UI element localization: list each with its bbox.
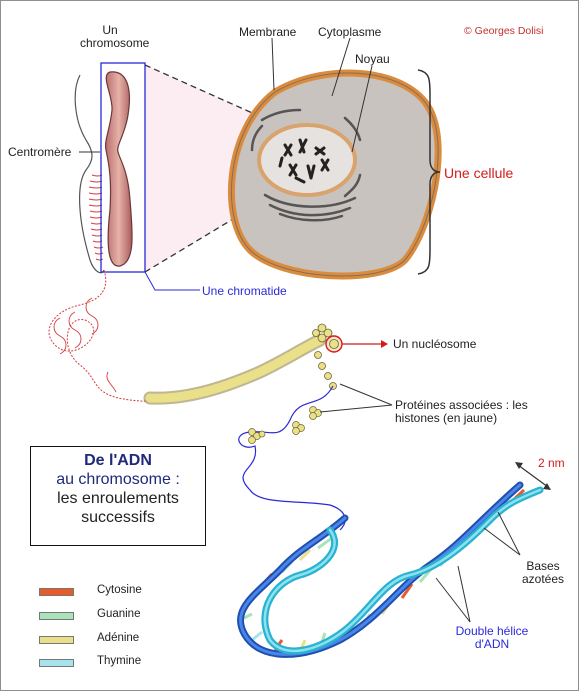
legend-label-adenine: Adénine	[97, 632, 140, 644]
chromosome-right-chromatid	[105, 71, 133, 267]
two-nm-arrowhead-1	[515, 462, 523, 469]
zoom-line-bottom	[144, 197, 269, 273]
two-nm-arrow	[517, 464, 549, 488]
cell	[228, 37, 442, 280]
chromatin-fibre	[48, 269, 231, 402]
cell-brace	[417, 69, 441, 275]
histone-pointer-2	[339, 383, 393, 406]
noyau-label: Noyau	[355, 52, 390, 66]
legend-label-guanine: Guanine	[97, 608, 141, 620]
cytoplasme-label: Cytoplasme	[318, 25, 382, 39]
title-box: De l'ADN au chromosome : les enroulement…	[30, 446, 206, 546]
cell-organelles	[250, 108, 362, 222]
copyright-notice: © Georges Dolisi	[464, 25, 544, 37]
nucleus	[257, 123, 357, 197]
legend-swatch-cytosine	[39, 588, 74, 596]
cell-label: Une cellule	[444, 165, 514, 181]
nucleus-chromosomes	[278, 138, 330, 184]
histones-label: Protéines associées : les histones (en j…	[395, 399, 528, 425]
title-line2: au chromosome :	[56, 471, 180, 488]
histones-label-line2: histones (en jaune)	[395, 411, 498, 425]
noyau-pointer	[351, 65, 373, 153]
helix-pointer-1	[435, 577, 471, 623]
solenoid-fibre	[143, 333, 327, 405]
title-line1: De l'ADN	[84, 452, 152, 469]
legend-swatch-guanine	[39, 612, 74, 620]
bases-label: Bases azotées	[512, 560, 574, 586]
legend-label-thymine: Thymine	[97, 655, 142, 667]
cytoplasme-pointer	[331, 37, 351, 97]
two-nm-arrowhead-2	[543, 483, 551, 490]
helix-pointer-2	[457, 565, 471, 623]
zoom-cone	[145, 65, 268, 272]
centromere-label: Centromère	[8, 145, 72, 159]
nucleosome-label: Un nucléosome	[393, 337, 477, 351]
bases-label-line2: azotées	[521, 572, 565, 586]
title-line3: les enroulements	[57, 490, 179, 507]
membrane-pointer	[271, 37, 275, 91]
chromatid-pointer	[144, 271, 200, 291]
bases-label-line1: Bases	[526, 559, 560, 573]
chromatin-coils	[53, 297, 117, 393]
chromosome-label: Un chromosome	[80, 23, 150, 50]
legend-swatch-adenine	[39, 636, 74, 644]
double-helix-label-line1: Double hélice	[455, 624, 529, 638]
beads-string	[238, 385, 346, 531]
bases-pointer-2	[497, 511, 521, 556]
chromosome-left-chromatid	[74, 74, 105, 274]
cell-membrane-inner	[231, 72, 439, 277]
dna-strand-light-highlight	[263, 488, 542, 653]
chromosome-label-line1: Un	[102, 23, 118, 37]
histone-clusters	[248, 406, 322, 444]
chromatide-label: Une chromatide	[202, 284, 287, 298]
legend-label-cytosine: Cytosine	[97, 584, 142, 596]
double-helix-label: Double hélice d'ADN	[447, 625, 537, 651]
zoom-line-top	[144, 64, 269, 121]
bases-pointer-1	[483, 527, 521, 556]
nucleosome-core	[329, 339, 339, 349]
two-nm-label: 2 nm	[538, 456, 565, 470]
histone-pointer-1	[319, 404, 393, 413]
membrane-label: Membrane	[239, 25, 297, 39]
histones-label-line1: Protéines associées : les	[395, 398, 528, 412]
title-line4: successifs	[81, 509, 155, 526]
nucleosome-string	[312, 323, 337, 390]
double-helix-label-line2: d'ADN	[474, 637, 510, 651]
chromatid-box	[100, 62, 146, 273]
legend-swatch-thymine	[39, 659, 74, 667]
nucleosome-arrowhead	[381, 340, 388, 348]
chromosome-label-line2: chromosome	[80, 36, 150, 50]
